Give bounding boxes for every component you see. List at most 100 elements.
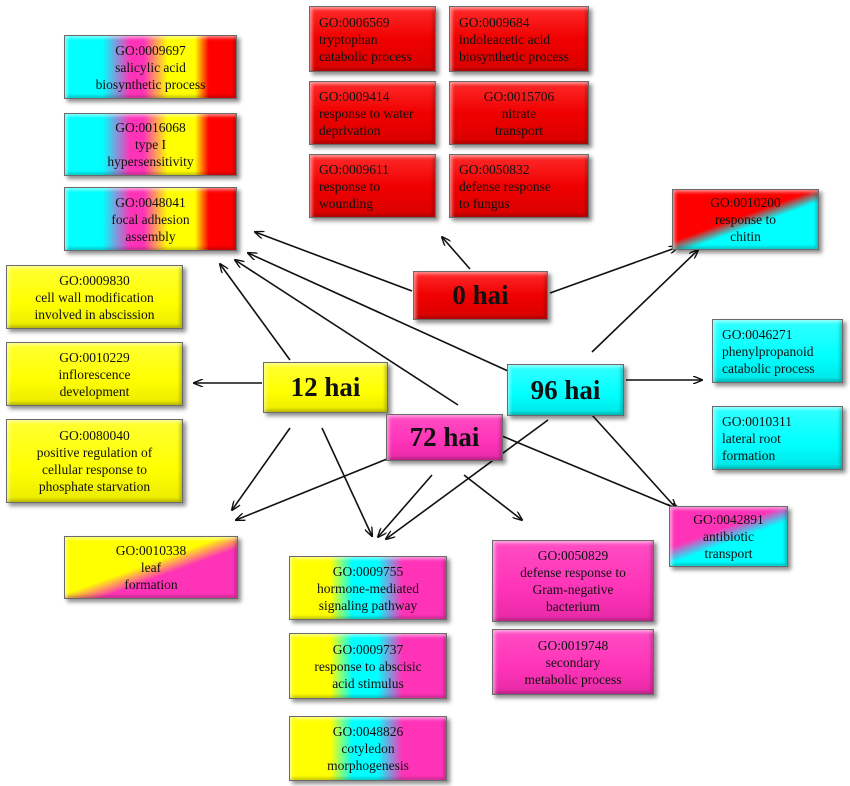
go-term-line: tryptophan: [319, 31, 378, 47]
go0010200-box: GO:0010200 response to chitin: [672, 189, 819, 250]
go-id: GO:0010311: [722, 413, 792, 429]
go-term-line: bacterium: [546, 599, 600, 614]
go-id: GO:0080040: [59, 428, 130, 443]
go-term-line: hypersensitivity: [107, 154, 194, 169]
go-term-line: wounding: [319, 195, 373, 211]
go0010229-box: GO:0010229 inflorescence development: [6, 342, 183, 406]
go-id: GO:0009611: [319, 161, 389, 177]
go-term-line: salicylic acid: [115, 59, 186, 75]
go0006569-box: GO:0006569 tryptophan catabolic process: [309, 6, 436, 72]
arrow-12hai-to-go0010338: [232, 427, 291, 510]
go-term-line: formation: [722, 447, 776, 463]
go-id: GO:0046271: [722, 326, 793, 342]
arrow-0hai-to-go0010200: [549, 247, 678, 294]
go-id: GO:0016068: [115, 120, 186, 135]
arrow-96hai-to-go0009755: [386, 419, 549, 539]
go-term-line: cell wall modification: [35, 289, 154, 305]
go-term-line: hormone-mediated: [317, 580, 419, 596]
go-term-line: assembly: [125, 228, 176, 244]
go-id: GO:0009697: [115, 42, 186, 58]
go-term-line: response to water: [319, 105, 414, 121]
go-id: GO:0048041: [115, 194, 186, 210]
arrow-12hai-to-go0009755: [321, 427, 372, 536]
go0010338-box: GO:0010338 leaf formation: [64, 536, 238, 599]
go-term-line: deprivation: [319, 122, 381, 138]
go-term-line: inflorescence: [58, 366, 131, 382]
go-term-line: Gram-negative: [532, 582, 614, 597]
arrow-72hai-to-go0010338: [236, 458, 388, 520]
go0009830-box: GO:0009830 cell wall modification involv…: [6, 265, 183, 329]
go-id: GO:0015706: [483, 88, 555, 104]
go-term-line: involved in abscission: [34, 306, 155, 322]
arrow-0hai-to-top-cluster: [442, 237, 471, 270]
go-term-line: nitrate: [501, 105, 537, 121]
go-term-line: response to abscisic: [314, 658, 422, 674]
go-id: GO:0048826: [332, 724, 404, 739]
go-term-line: cellular response to: [42, 462, 147, 477]
go0009755-box: GO:0009755 hormone-mediated signaling pa…: [289, 556, 447, 620]
go-id: GO:0042891: [693, 512, 764, 527]
go-id: GO:0009684: [459, 14, 530, 30]
arrow-72hai-to-go0009755: [378, 474, 433, 537]
arrow-12hai-to-go0048041: [220, 264, 291, 361]
go-id: GO:0009737: [332, 641, 404, 657]
go-id: GO:0009755: [332, 563, 404, 579]
go-id: GO:0009830: [59, 272, 130, 288]
go0009684-box: GO:0009684 indoleacetic acid biosyntheti…: [449, 6, 589, 72]
go-term-line: lateral root: [722, 430, 781, 446]
go-term-line: response to: [714, 212, 777, 227]
go-id: GO:0019748: [537, 637, 609, 653]
go-id: GO:0009414: [319, 88, 390, 104]
go-term-line: acid stimulus: [332, 675, 404, 691]
go-term-line: positive regulation of: [36, 445, 153, 460]
go-term-line: secondary: [545, 654, 601, 670]
go-term-line: cotyledon: [341, 741, 395, 756]
arrow-0hai-to-go0048041: [255, 232, 413, 292]
go-id: GO:0050832: [459, 161, 530, 177]
go-term-line: transport: [704, 546, 753, 561]
go0048826-box: GO:0048826 cotyledon morphogenesis: [289, 716, 447, 781]
go-term-line: phenylpropanoid: [722, 343, 814, 359]
arrow-96hai-to-go0010200: [591, 250, 698, 353]
go-term-line: catabolic process: [319, 48, 412, 64]
go-term-line: phosphate starvation: [38, 479, 151, 494]
go-term-line: type I: [134, 137, 167, 152]
go-term-line: indoleacetic acid: [459, 31, 551, 47]
arrow-72hai-to-go0042891: [501, 435, 680, 510]
go0009414-box: GO:0009414 response to water deprivation: [309, 81, 436, 145]
arrow-96hai-to-go0048041: [248, 253, 509, 372]
node-0-hai: 0 hai: [413, 271, 548, 320]
arrow-72hai-to-go0048041: [235, 260, 459, 406]
go0042891-box: GO:0042891 antibiotic transport: [669, 506, 788, 567]
go-term-line: signaling pathway: [318, 597, 418, 613]
go-id: GO:0010229: [59, 349, 130, 365]
go-term-line: to fungus: [459, 195, 510, 211]
go0048041-box: GO:0048041 focal adhesion assembly: [64, 187, 237, 251]
go-term-line: response to: [319, 178, 381, 194]
arrow-72hai-to-go0050829: [463, 474, 522, 520]
go-term-line: biosynthetic process: [95, 76, 206, 92]
go-id: GO:0006569: [319, 14, 390, 30]
go-term-line: formation: [124, 577, 178, 592]
go0009697-box: GO:0009697 salicylic acid biosynthetic p…: [64, 35, 237, 99]
go0050832-box: GO:0050832 defense response to fungus: [449, 154, 589, 218]
go-term-line: metabolic process: [524, 671, 622, 687]
go-term-line: defense response to: [520, 565, 626, 580]
go-term-line: transport: [495, 122, 543, 138]
go0016068-box: GO:0016068 type I hypersensitivity: [64, 113, 237, 176]
node-12-hai: 12 hai: [263, 362, 388, 413]
go-term-line: morphogenesis: [327, 758, 409, 773]
go0010311-box: GO:0010311 lateral root formation: [712, 406, 843, 470]
go-term-line: defense response: [459, 178, 551, 194]
go-id: GO:0050829: [537, 548, 609, 563]
go-id: GO:0010338: [115, 543, 187, 558]
go0009611-box: GO:0009611 response to wounding: [309, 154, 436, 218]
go-id: GO:0010200: [710, 195, 781, 210]
go0080040-box: GO:0080040 positive regulation of cellul…: [6, 419, 183, 503]
go0009737-box: GO:0009737 response to abscisic acid sti…: [289, 633, 447, 699]
go0050829-box: GO:0050829 defense response to Gram-nega…: [492, 540, 654, 622]
go-term-line: chitin: [730, 229, 761, 244]
node-96-hai: 96 hai: [507, 364, 624, 416]
go0019748-box: GO:0019748 secondary metabolic process: [492, 629, 654, 695]
